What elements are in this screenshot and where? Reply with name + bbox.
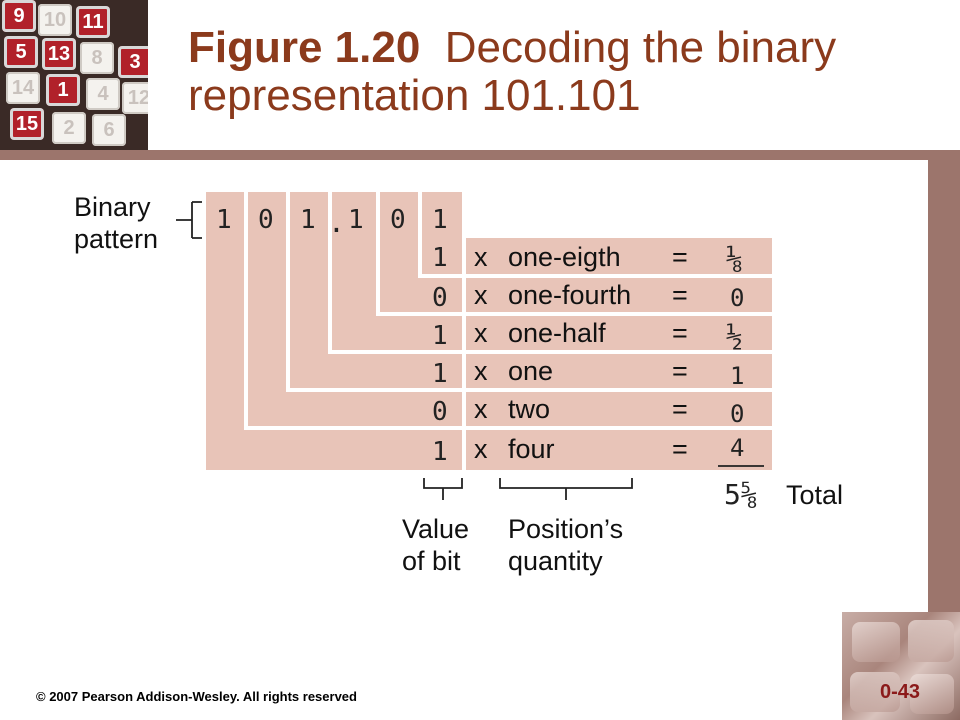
decoding-row-1: 0 x one-fourth = 0 xyxy=(432,280,744,313)
puzzle-tile: 5 xyxy=(4,36,38,68)
row-bit: 0 xyxy=(432,397,448,427)
position-quantity-line2: quantity xyxy=(508,546,603,576)
binary-decoding-figure: Binary pattern 1 0 1 . 1 0 1 1 x one-eig… xyxy=(74,192,843,576)
puzzle-tile: 8 xyxy=(80,42,114,74)
copyright-notice: © 2007 Pearson Addison-Wesley. All right… xyxy=(36,689,357,704)
binary-label-line2: pattern xyxy=(74,224,158,254)
row-bit: 1 xyxy=(432,437,448,467)
row-result: 0 xyxy=(730,400,744,428)
figure-number: Figure 1.20 xyxy=(188,23,421,72)
footer-area xyxy=(0,612,842,720)
binary-bracket xyxy=(176,201,202,239)
page-number: 0-43 xyxy=(880,681,921,703)
row-bands xyxy=(466,238,772,470)
binary-point: . xyxy=(328,206,345,239)
figure-panel xyxy=(0,160,928,612)
puzzle-tile: 3 xyxy=(118,46,148,78)
staircase-shading xyxy=(206,192,462,470)
pattern-bit: 1 xyxy=(348,205,364,235)
puzzle-tile: 10 xyxy=(38,4,72,36)
puzzle-tile: 2 xyxy=(52,112,86,144)
row-times: x xyxy=(474,434,488,464)
puzzle-tile: 12 xyxy=(122,82,148,114)
right-decor-strip xyxy=(928,150,960,615)
puzzle-tile: 14 xyxy=(6,72,40,104)
row-times: x xyxy=(474,318,488,348)
pattern-bit: 1 xyxy=(300,205,316,235)
pattern-bit: 0 xyxy=(258,205,274,235)
pattern-bit: 1 xyxy=(216,205,232,235)
decoding-row-5: 1 x four = 4 xyxy=(432,434,744,467)
puzzle-tile: 9 xyxy=(2,0,36,32)
row-equals: = xyxy=(672,242,688,272)
row-result: 0 xyxy=(730,284,744,312)
value-of-bit-bracket xyxy=(423,478,463,500)
total-value: 5⅝ xyxy=(724,478,758,511)
position-quantity-line1: Position’s xyxy=(508,514,623,544)
row-equals: = xyxy=(672,356,688,386)
puzzle-tile: 15 xyxy=(10,108,44,140)
puzzle-tile: 1 xyxy=(46,74,80,106)
puzzle-tile: 6 xyxy=(92,114,126,146)
pattern-bit: 0 xyxy=(390,205,406,235)
value-of-bit-line1: Value xyxy=(402,514,469,544)
slide-title: Figure 1.20 Decoding the binary represen… xyxy=(188,24,928,120)
puzzle-logo-image: 9 10 11 5 13 8 3 14 1 4 12 15 2 6 xyxy=(0,0,148,150)
row-bit: 0 xyxy=(432,283,448,313)
puzzle-tile: 11 xyxy=(76,6,110,38)
figure-caption: Decoding the binary representation 101.1… xyxy=(188,23,837,120)
row-quantity: one-half xyxy=(508,318,606,348)
row-quantity: one-eigth xyxy=(508,242,621,272)
row-bit: 1 xyxy=(432,243,448,273)
puzzle-tile: 4 xyxy=(86,78,120,110)
row-result: ½ xyxy=(726,320,743,353)
row-quantity: four xyxy=(508,434,555,464)
row-times: x xyxy=(474,280,488,310)
value-of-bit-line2: of bit xyxy=(402,546,461,576)
row-result: 4 xyxy=(730,434,744,462)
decoding-row-2: 1 x one-half = ½ xyxy=(432,318,743,353)
row-quantity: one-fourth xyxy=(508,280,631,310)
row-times: x xyxy=(474,394,488,424)
row-times: x xyxy=(474,242,488,272)
decoding-row-3: 1 x one = 1 xyxy=(432,356,744,390)
row-quantity: two xyxy=(508,394,550,424)
row-times: x xyxy=(474,356,488,386)
row-bit: 1 xyxy=(432,359,448,389)
keyboard-decor-image xyxy=(842,612,960,720)
row-result: 1 xyxy=(730,362,744,390)
row-bit: 1 xyxy=(432,321,448,351)
row-equals: = xyxy=(672,434,688,464)
decoding-row-0: 1 x one-eigth = ⅛ xyxy=(432,242,743,275)
puzzle-tile: 13 xyxy=(42,38,76,70)
row-equals: = xyxy=(672,280,688,310)
row-equals: = xyxy=(672,318,688,348)
row-equals: = xyxy=(672,394,688,424)
binary-label-line1: Binary xyxy=(74,192,151,222)
position-quantity-bracket xyxy=(499,478,633,500)
total-label: Total xyxy=(786,480,843,510)
decoding-row-4: 0 x two = 0 xyxy=(432,394,744,428)
row-result: ⅛ xyxy=(726,242,743,275)
row-quantity: one xyxy=(508,356,553,386)
pattern-bit: 1 xyxy=(432,205,448,235)
